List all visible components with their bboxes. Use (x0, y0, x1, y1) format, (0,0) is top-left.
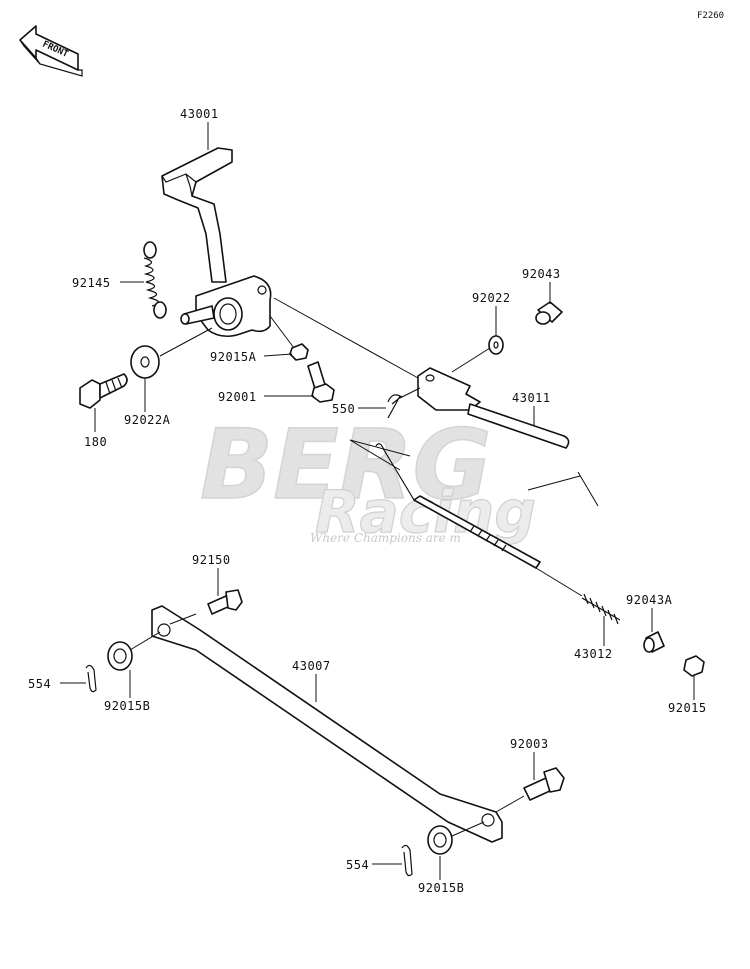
bolt-92150 (207, 589, 243, 615)
nut-92015B-upper (107, 641, 133, 671)
label-92001: 92001 (218, 390, 257, 404)
label-92015B-lower: 92015B (418, 881, 464, 895)
brake-pedal-43001 (161, 147, 272, 338)
label-43007: 43007 (292, 659, 331, 673)
label-92003: 92003 (510, 737, 549, 751)
bolt-92001 (307, 361, 335, 403)
washer-92022 (488, 335, 504, 355)
pin-92043 (535, 301, 563, 325)
label-43011: 43011 (512, 391, 551, 405)
label-180: 180 (84, 435, 107, 449)
collar-92043A (643, 631, 665, 653)
r-clip-554-upper (85, 664, 97, 693)
label-43012: 43012 (574, 647, 613, 661)
watermark-sub: Racing (315, 478, 536, 546)
part-labels: 43001 92145 92015A 92001 180 92022A 9204… (28, 107, 707, 895)
watermark-tagline: Where Champions are m (310, 531, 461, 545)
label-92145: 92145 (72, 276, 111, 290)
brake-rod-43011 (417, 367, 570, 449)
label-43001: 43001 (180, 107, 219, 121)
bolt-180 (79, 373, 128, 409)
label-554-upper: 554 (28, 677, 51, 691)
label-92150: 92150 (192, 553, 231, 567)
label-92043: 92043 (522, 267, 561, 281)
label-92043A: 92043A (626, 593, 673, 607)
leader-lines (60, 122, 695, 880)
nut-92015B-lower (427, 825, 453, 855)
return-spring-92145 (143, 241, 167, 319)
watermark: BERG Racing Where Champions are m (199, 408, 536, 546)
nut-92015 (683, 655, 705, 677)
label-92022: 92022 (472, 291, 511, 305)
label-92015A: 92015A (210, 350, 257, 364)
r-clip-554-lower (401, 844, 413, 877)
bolt-92003 (523, 767, 565, 801)
label-550: 550 (332, 402, 355, 416)
washer-92022A (130, 345, 160, 379)
front-arrow-icon: FRONT (19, 25, 83, 77)
watermark-brand: BERG (200, 409, 491, 521)
label-554-lower: 554 (346, 858, 369, 872)
label-92022A: 92022A (124, 413, 171, 427)
label-92015B-upper: 92015B (104, 699, 150, 713)
cable-43012 (375, 443, 621, 625)
diagram-code: F2260 (697, 11, 724, 21)
link-bar-43007 (151, 605, 503, 843)
label-92015: 92015 (668, 701, 707, 715)
